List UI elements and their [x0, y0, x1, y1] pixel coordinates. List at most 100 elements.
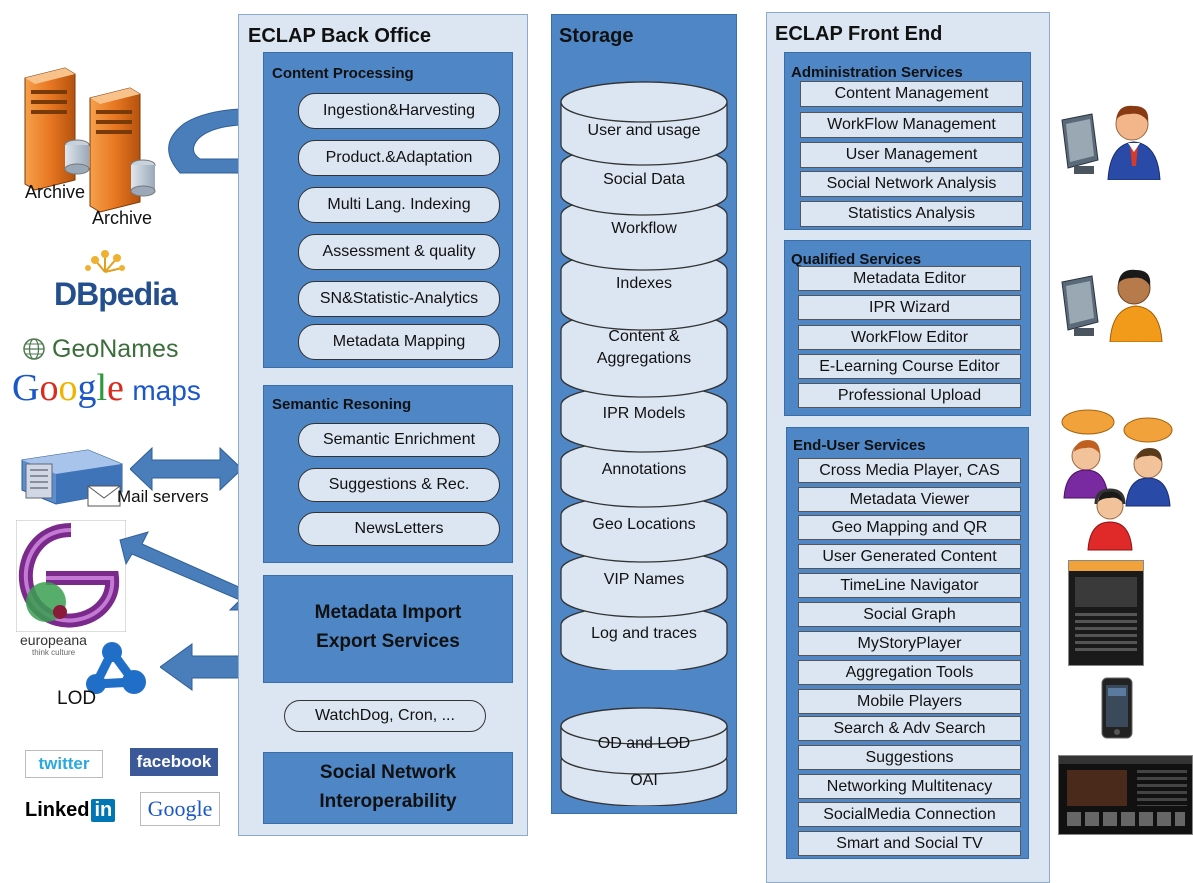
- cyl-content-aggregations: Content & Aggregations: [596, 328, 692, 367]
- lod-network-icon: [86, 642, 146, 694]
- website-screenshot-1: [1068, 560, 1144, 666]
- end-users-group-icon: [1061, 409, 1173, 551]
- admin-user-at-computer-icon: [1061, 105, 1161, 180]
- svc-ipr-wizard: IPR Wizard: [798, 295, 1021, 320]
- social-network-interoperability-label: Social Network Interoperability: [263, 758, 513, 816]
- svc-aggregation-tools: Aggregation Tools: [798, 660, 1021, 685]
- europeana-tagline: think culture: [32, 648, 76, 657]
- cyl-vip-names: VIP Names: [603, 571, 685, 588]
- pill-metadata-mapping: Metadata Mapping: [298, 324, 500, 360]
- facebook-text: facebook: [136, 752, 212, 771]
- website-content-block: [1075, 577, 1137, 607]
- pill-suggestions-rec: Suggestions & Rec.: [298, 468, 500, 502]
- storage-title: Storage: [559, 25, 634, 47]
- storage-cylinder-stack: [560, 81, 728, 670]
- google-letter-l: l: [96, 367, 108, 409]
- svc-statistics-analysis: Statistics Analysis: [800, 201, 1023, 227]
- pill-multi-lang-indexing: Multi Lang. Indexing: [298, 187, 500, 223]
- svc-geo-mapping-qr: Geo Mapping and QR: [798, 515, 1021, 540]
- pill-product-adaptation: Product.&Adaptation: [298, 140, 500, 176]
- pill-newsletters: NewsLetters: [298, 512, 500, 546]
- linkedin-in-badge: in: [91, 798, 116, 822]
- metadata-import-export-box: [263, 575, 513, 683]
- tv-thumbnail-row: [1067, 812, 1185, 826]
- cyl-ipr-models: IPR Models: [602, 405, 686, 422]
- google-maps-suffix: maps: [132, 375, 201, 406]
- tv-video-area: [1067, 770, 1127, 806]
- tv-header-bar: [1059, 756, 1192, 764]
- svc-metadata-editor: Metadata Editor: [798, 266, 1021, 291]
- linkedin-text: Linked: [25, 798, 90, 821]
- svc-user-management: User Management: [800, 142, 1023, 168]
- archive-label-2: Archive: [92, 208, 153, 228]
- cyl-social-data: Social Data: [603, 171, 685, 188]
- back-office-title: ECLAP Back Office: [248, 25, 432, 47]
- administration-services-title: Administration Services: [791, 64, 963, 81]
- metadata-import-line1: Metadata Import: [314, 602, 462, 623]
- website-content-block-2: [1075, 613, 1137, 653]
- lod-label: LOD: [57, 688, 97, 709]
- cyl-user-usage: User and usage: [587, 122, 701, 139]
- svc-socialmedia-connection: SocialMedia Connection: [798, 802, 1021, 827]
- europeana-text: europeana: [20, 632, 87, 648]
- pill-assessment-quality: Assessment & quality: [298, 234, 500, 270]
- social-network-line2: Interoperability: [319, 791, 457, 812]
- website-header-bar: [1069, 561, 1143, 571]
- svc-workflow-management: WorkFlow Management: [800, 112, 1023, 138]
- globe-icon: [23, 338, 45, 360]
- twitter-text: twitter: [38, 754, 90, 773]
- end-user-services-title: End-User Services: [793, 437, 926, 454]
- cyl-geo-locations: Geo Locations: [592, 516, 696, 533]
- svc-social-network-analysis: Social Network Analysis: [800, 171, 1023, 197]
- qualified-services-title: Qualified Services: [791, 251, 922, 268]
- cyl-annotations: Annotations: [601, 461, 687, 478]
- mail-exchange-arrow: [130, 446, 242, 492]
- svc-metadata-viewer: Metadata Viewer: [798, 487, 1021, 512]
- metadata-import-export-label: Metadata Import Export Services: [263, 598, 513, 656]
- svc-mystoryplayer: MyStoryPlayer: [798, 631, 1021, 656]
- svc-cross-media-player: Cross Media Player, CAS: [798, 458, 1021, 483]
- europeana-logo: europeana think culture: [15, 519, 127, 660]
- mail-servers-label: Mail servers: [117, 487, 209, 506]
- svc-content-management: Content Management: [800, 81, 1023, 107]
- linkedin-logo: Linked in: [25, 795, 116, 825]
- google-text: Google: [147, 796, 213, 821]
- svc-user-generated-content: User Generated Content: [798, 544, 1021, 569]
- semantic-reasoning-title: Semantic Resoning: [272, 396, 412, 413]
- twitter-logo: twitter: [25, 750, 103, 778]
- svc-elearning-course-editor: E-Learning Course Editor: [798, 354, 1021, 379]
- google-letter-o2: o: [58, 367, 78, 409]
- geonames-logo: GeoNames: [22, 335, 202, 365]
- website-screenshot-2: [1058, 755, 1193, 835]
- mail-server-icon: [21, 449, 123, 507]
- google-logo: Google: [140, 792, 220, 826]
- social-network-interoperability-box: [263, 752, 513, 824]
- front-end-title: ECLAP Front End: [775, 23, 943, 45]
- svc-smart-social-tv: Smart and Social TV: [798, 831, 1021, 856]
- dbpedia-logo: DBpedia: [50, 248, 180, 318]
- svc-suggestions: Suggestions: [798, 745, 1021, 770]
- svc-mobile-players: Mobile Players: [798, 689, 1021, 714]
- svc-timeline-navigator: TimeLine Navigator: [798, 573, 1021, 598]
- google-letter-o1: o: [39, 367, 59, 409]
- dbpedia-text: DBpedia: [54, 276, 178, 312]
- google-letter-g1: G: [12, 367, 40, 409]
- svc-search-adv-search: Search & Adv Search: [798, 716, 1021, 741]
- cyl-workflow: Workflow: [611, 220, 677, 237]
- geonames-text: GeoNames: [52, 335, 179, 363]
- tv-side-list: [1137, 770, 1187, 806]
- europeana-swirl-icon: [15, 519, 127, 633]
- pill-sn-statistic-analytics: SN&Statistic-Analytics: [298, 281, 500, 317]
- dbpedia-network-icon: [85, 250, 125, 273]
- social-network-line1: Social Network: [319, 762, 457, 783]
- storage-stack-labels: User and usage Social Data Workflow Inde…: [555, 80, 733, 670]
- mail-server-illustration: [18, 430, 133, 510]
- server-icon: [24, 67, 156, 213]
- facebook-logo: facebook: [130, 748, 218, 776]
- content-processing-title: Content Processing: [272, 65, 414, 82]
- storage-open-data-stack: [560, 707, 728, 806]
- svc-social-graph: Social Graph: [798, 602, 1021, 627]
- google-letter-g2: g: [77, 367, 97, 409]
- google-maps-logo: Google maps: [12, 366, 222, 410]
